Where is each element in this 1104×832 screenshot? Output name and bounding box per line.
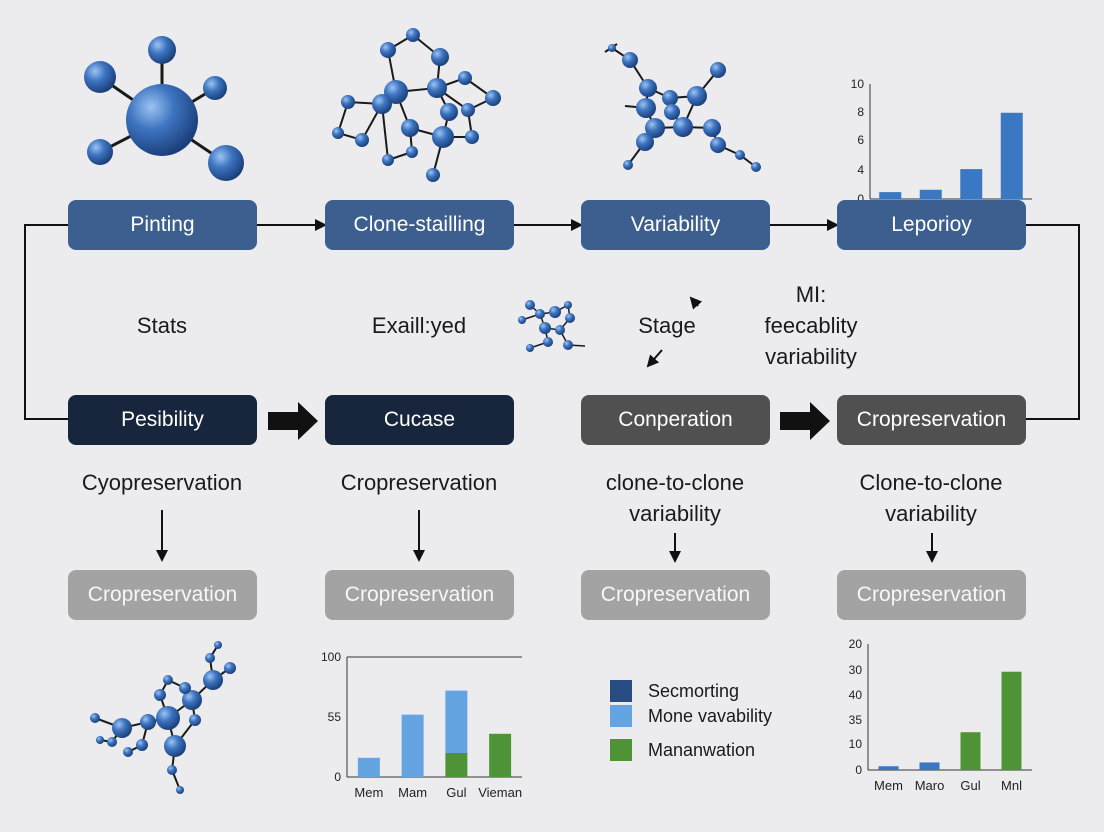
arrow-thick-2 [780,402,830,440]
chart-1-ytick-label: 0 [857,192,864,206]
arrow-small-down [646,349,663,368]
cryo-box-3: Cropreservation [581,570,770,620]
legend-label-3: Mananwation [648,739,756,760]
bottom-box-4: Cropreservation [837,395,1026,445]
legend-label-1: Secmorting [648,680,740,701]
chart-2-bar [401,714,424,777]
legend-swatch-3 [610,739,632,761]
chart-1-bar [960,169,983,199]
top-box-2: Clone-stailling [325,200,514,250]
caption-2: Cropreservation [340,470,498,495]
bottom-box-2-label: Cucase [383,408,456,431]
chart-2-bar [445,690,468,753]
chart-1-ytick-label: 10 [851,77,865,91]
chart-3-xtick-label: Maro [915,778,945,793]
top-box-1: Pinting [68,200,257,250]
chart-2-xtick-label: Vieman [478,785,522,800]
chart-1-ytick-label: 4 [857,163,864,177]
chart-1-ytick-label: 8 [857,105,864,119]
molecule-small-icon [518,300,586,352]
top-box-2-label: Clone-stailling [353,213,486,236]
bottom-box-3-label: Conperation [618,408,733,431]
bottom-box-4-label: Cropreservation [856,408,1007,431]
chart-2-bar [489,733,512,777]
middle-label-1: Stats [136,313,188,338]
cryo-box-4: Cropreservation [837,570,1026,620]
caption-1: Cyopreservation [81,470,243,495]
caption-3: clone-to-clone variability [575,467,775,529]
bottom-box-1-label: Pesibility [121,408,204,431]
chart-1-ytick-label: 6 [857,133,864,147]
chart-3-ytick-label: 40 [849,688,863,702]
middle-label-4: MI: feecablity variability [741,279,881,372]
middle-label-2: Exaill:yed [371,313,467,338]
chart-3-ytick-label: 10 [849,737,863,751]
molecule-hub-icon [84,36,244,181]
bottom-box-2: Cucase [325,395,514,445]
cryo-box-3-label: Cropreservation [600,583,751,606]
chart-3-ytick-label: 20 [849,637,863,651]
molecule-cluster-icon [90,641,236,794]
arrow-small-up [689,296,703,310]
caption-4-line-1: Clone-to-clone [859,470,1003,495]
caption-3-line-2: variability [629,501,721,526]
middle-label-4-line-1: MI: [795,282,827,307]
chart-2-xtick-label: Mam [398,785,427,800]
cryo-box-1-label: Cropreservation [87,583,238,606]
caption-4: Clone-to-clone variability [831,467,1031,529]
middle-label-4-line-3: variability [765,344,857,369]
chart-2-ytick-label: 55 [328,710,342,724]
legend-item-1: Secmorting [610,680,739,702]
top-box-3-label: Variability [630,213,721,236]
chart-3-ytick-label: 35 [849,713,863,727]
cryo-box-2-label: Cropreservation [344,583,495,606]
middle-label-4-line-2: feecablity [764,313,858,338]
chart-2-ytick-label: 0 [334,770,341,784]
top-box-1-label: Pinting [130,213,195,236]
chart-3-bar [919,762,940,770]
chart-2-bar [445,753,468,777]
cryo-box-1: Cropreservation [68,570,257,620]
loop-line-right [1026,224,1080,420]
legend-swatch-1 [610,680,632,702]
chart-3-xtick-label: Mem [874,778,903,793]
bottom-box-3: Conperation [581,395,770,445]
caption-4-line-2: variability [885,501,977,526]
legend-swatch-2 [610,705,632,727]
chart-2-xtick-label: Mem [354,785,383,800]
chart-3-bar [1001,671,1022,770]
chart-2-xtick-label: Gul [446,785,466,800]
loop-line-left [24,224,68,420]
chart-3-ytick-label: 30 [849,663,863,677]
middle-label-3: Stage [638,313,696,338]
legend-label-2: Mone vavability [648,705,773,726]
molecule-branched-icon [604,43,761,172]
chart-1-bar [919,189,942,199]
chart-1-bar [1000,112,1023,199]
cryo-box-4-label: Cropreservation [856,583,1007,606]
chart-1-bar [879,192,902,199]
chart-3-ytick-label: 0 [855,763,862,777]
top-box-3: Variability [581,200,770,250]
chart-3-xtick-label: Gul [960,778,980,793]
chart-3-xtick-label: Mnl [1001,778,1022,793]
molecule-network-icon [332,28,501,182]
chart-2-ytick-label: 100 [321,650,341,664]
legend-item-3: Mananwation [610,739,755,761]
top-box-4-label: Leporioy [891,213,972,236]
arrow-thick-1 [268,402,318,440]
bottom-box-1: Pesibility [68,395,257,445]
caption-3-line-1: clone-to-clone [605,470,745,495]
chart-3-bar [878,766,899,770]
top-box-4: Leporioy [837,200,1026,250]
chart-3-bar [960,732,981,770]
cryo-box-2: Cropreservation [325,570,514,620]
chart-2-bar [357,757,380,777]
legend-item-2: Mone vavability [610,705,772,727]
